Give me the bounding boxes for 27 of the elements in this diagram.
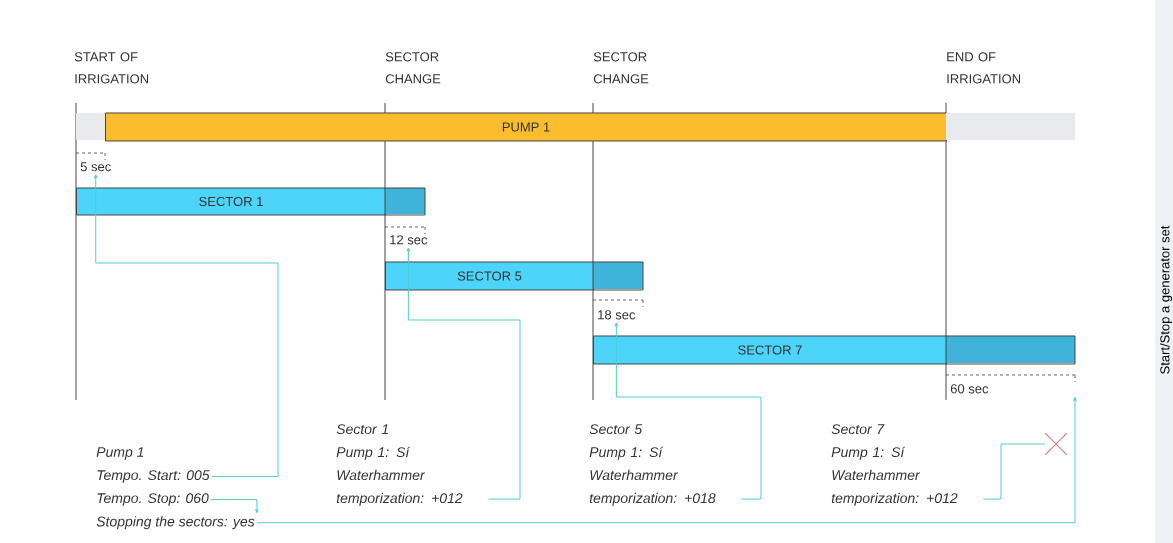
leader-line (256, 396, 1077, 524)
event-heading: SECTOR CHANGE (385, 52, 441, 84)
duration-label: 5 sec (80, 162, 111, 172)
event-heading: START OF IRRIGATION (74, 52, 149, 84)
timeline-bar: SECTOR 1 (76, 187, 426, 216)
side-panel: Start/Stop a generator set (1155, 0, 1173, 543)
setting-title: Pump 1 (96, 447, 144, 460)
timeline-bar: PUMP 1 (76, 112, 1075, 142)
setting-text: Sector 1 Pump 1: Sí Waterhammer temporization: +012 (336, 424, 463, 506)
duration-label: 12 sec (390, 235, 428, 245)
setting-text: Tempo. Stop: 060 (97, 493, 209, 506)
leader-line (406, 247, 521, 500)
leader-line (614, 322, 762, 500)
leader-line (93, 174, 279, 478)
setting-text: Stopping the sectors: yes (96, 516, 255, 530)
setting-text: Sector 7 Pump 1: Sí Waterhammer temporization: +012 (831, 424, 958, 506)
leader-line (210, 499, 259, 514)
timeline-bar: SECTOR 7 (593, 335, 1076, 365)
setting-text: Sector 5 Pump 1: Sí Waterhammer temporization: +018 (589, 424, 716, 506)
duration-label: 18 sec (598, 310, 636, 320)
cross-mark (1045, 433, 1067, 455)
leader-line (982, 443, 1046, 500)
timeline-bar: SECTOR 5 (385, 261, 644, 291)
event-heading: SECTOR CHANGE (593, 52, 649, 84)
setting-text: Tempo. Start: 005 (97, 470, 210, 483)
event-heading: END OF IRRIGATION (947, 52, 1020, 84)
duration-label: 60 sec (950, 384, 989, 394)
